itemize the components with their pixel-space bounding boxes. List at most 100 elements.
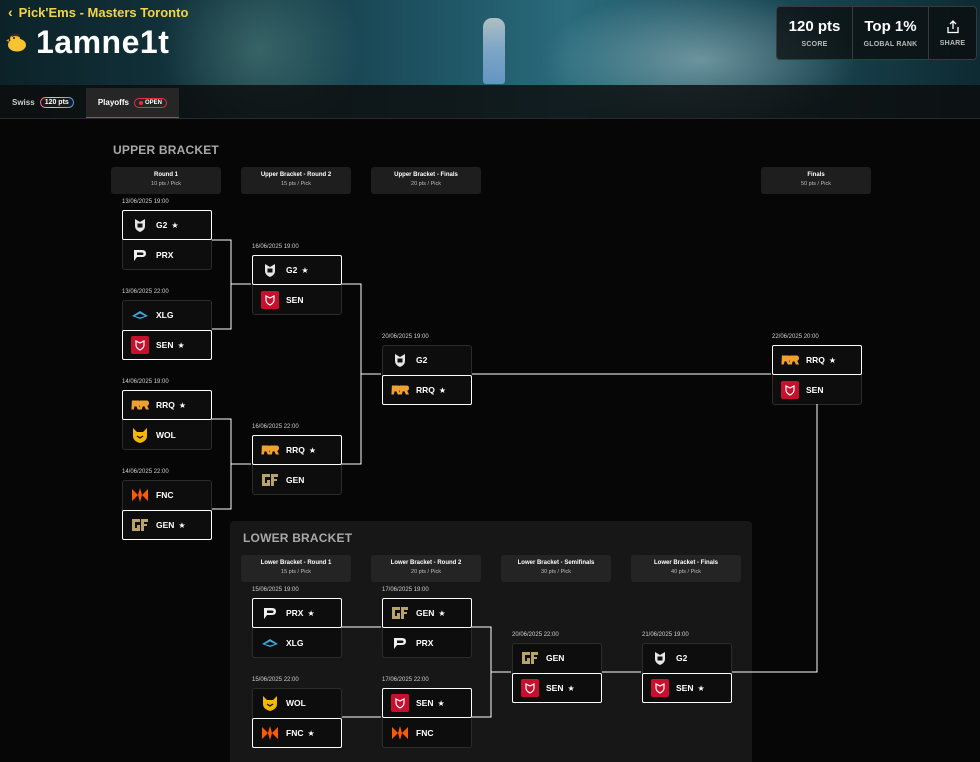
team-option-sen[interactable]: SEN★ (382, 688, 472, 718)
pick-star-icon: ★ (438, 385, 447, 395)
match-date: 20/06/2025 22:00 (512, 632, 559, 638)
team-option-rrq[interactable]: RRQ★ (252, 435, 342, 465)
pick-star-icon: ★ (307, 728, 315, 738)
gen-logo-icon (391, 604, 409, 622)
xlg-logo-icon (131, 306, 149, 324)
team-option-sen[interactable]: SEN★ (642, 673, 732, 703)
team-option-g2[interactable]: G2★ (252, 255, 342, 285)
phase-tabs: Swiss 120 pts Playoffs OPEN (0, 88, 179, 119)
team-name: PRX (286, 608, 304, 618)
team-option-fnc[interactable]: FNC (383, 718, 473, 748)
g2-logo-icon (651, 649, 669, 667)
score-stat: 120 pts SCORE (777, 7, 853, 59)
team-name: FNC (286, 728, 304, 738)
team-option-gen[interactable]: GEN★ (382, 598, 472, 628)
team-option-xlg[interactable]: XLG (253, 628, 343, 658)
match-card: PRX★XLG (252, 598, 342, 658)
team-option-fnc[interactable]: FNC★ (252, 718, 342, 748)
back-link[interactable]: ‹ Pick'Ems - Masters Toronto (8, 4, 188, 20)
stats-panel: 120 pts SCORE Top 1% GLOBAL RANK SHARE (776, 6, 977, 60)
round-points: 30 pts / Pick (541, 569, 571, 575)
team-name: SEN (416, 698, 434, 708)
team-option-sen[interactable]: SEN (253, 285, 343, 315)
match-date: 17/06/2025 19:00 (382, 587, 429, 593)
match-date: 15/06/2025 19:00 (252, 587, 299, 593)
team-option-gen[interactable]: GEN (513, 643, 603, 673)
team-name: GEN (286, 475, 305, 485)
connector-line (212, 418, 251, 465)
team-option-g2[interactable]: G2 (643, 643, 733, 673)
team-name: PRX (416, 638, 434, 648)
pick-star-icon: ★ (567, 683, 575, 693)
rrq-logo-icon (391, 381, 409, 399)
team-name: SEN (546, 683, 564, 693)
share-button[interactable]: SHARE (929, 7, 976, 59)
match-date: 17/06/2025 22:00 (382, 677, 429, 683)
team-option-prx[interactable]: PRX (123, 240, 213, 270)
upper-bracket-title: UPPER BRACKET (113, 143, 219, 157)
team-option-rrq[interactable]: RRQ★ (772, 345, 862, 375)
team-name: WOL (286, 698, 306, 708)
header-art-figure (483, 18, 505, 84)
team-name: PRX (156, 250, 174, 260)
team-option-sen[interactable]: SEN★ (122, 330, 212, 360)
share-label: SHARE (939, 39, 966, 47)
round-name: Lower Bracket - Finals (653, 560, 719, 566)
team-option-rrq[interactable]: RRQ★ (382, 375, 472, 405)
team-name: G2 (416, 355, 428, 365)
pick-star-icon: ★ (177, 340, 185, 350)
username: 1amne1t (36, 24, 170, 60)
match-card: GEN★ PRX (382, 598, 472, 658)
sen-logo-icon (521, 679, 539, 697)
team-option-prx[interactable]: PRX★ (252, 598, 342, 628)
prx-logo-icon (261, 604, 279, 622)
tab-playoffs[interactable]: Playoffs OPEN (85, 88, 179, 119)
wol-logo-icon (131, 426, 149, 444)
team-option-rrq[interactable]: RRQ★ (122, 390, 212, 420)
round-header: Lower Bracket - Semifinals 30 pts / Pick (501, 555, 611, 582)
connector-line (342, 283, 381, 375)
tab-swiss-label: Swiss (12, 98, 35, 107)
team-option-g2[interactable]: G2 (383, 345, 473, 375)
round-name: Finals (807, 172, 825, 178)
team-name: SEN (676, 683, 694, 693)
team-option-prx[interactable]: PRX (383, 628, 473, 658)
round-points: 15 pts / Pick (281, 181, 311, 187)
match-date: 14/06/2025 22:00 (122, 469, 169, 475)
g2-logo-icon (261, 261, 279, 279)
sen-logo-icon (261, 291, 279, 309)
team-name: RRQ (806, 355, 825, 365)
team-option-wol[interactable]: WOL (123, 420, 213, 450)
match-card: SEN★ FNC (382, 688, 472, 748)
team-option-fnc[interactable]: FNC (123, 480, 213, 510)
round-name: Upper Bracket - Round 2 (260, 172, 332, 178)
gen-logo-icon (131, 516, 149, 534)
rrq-logo-icon (261, 441, 279, 459)
header-divider (0, 118, 980, 119)
round-name: Round 1 (154, 172, 178, 178)
round-name: Lower Bracket - Round 2 (390, 560, 462, 566)
team-option-gen[interactable]: GEN (253, 465, 343, 495)
match-date: 13/06/2025 22:00 (122, 289, 169, 295)
team-option-gen[interactable]: GEN★ (122, 510, 212, 540)
tab-playoffs-label: Playoffs (97, 98, 129, 107)
team-option-xlg[interactable]: XLG (123, 300, 213, 330)
pick-star-icon: ★ (171, 220, 179, 230)
tab-swiss[interactable]: Swiss 120 pts (0, 88, 86, 117)
team-name: SEN (806, 385, 824, 395)
team-option-wol[interactable]: WOL (253, 688, 343, 718)
match-date: 16/06/2025 19:00 (252, 244, 299, 250)
team-option-sen[interactable]: SEN (773, 375, 863, 405)
round-header: Finals 50 pts / Pick (761, 167, 871, 194)
team-name: GEN (156, 520, 175, 530)
round-points: 50 pts / Pick (801, 181, 831, 187)
pick-star-icon: ★ (437, 698, 445, 708)
team-option-sen[interactable]: SEN★ (512, 673, 602, 703)
team-name: FNC (416, 728, 434, 738)
pick-star-icon: ★ (308, 445, 317, 455)
round-name: Lower Bracket - Semifinals (517, 560, 595, 566)
team-option-g2[interactable]: G2★ (122, 210, 212, 240)
